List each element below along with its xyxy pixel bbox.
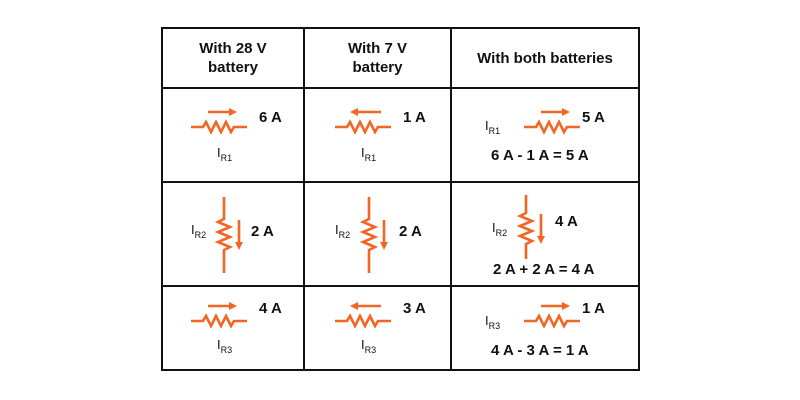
cell-r1-28v: 6 A IR1 — [163, 89, 305, 183]
current-equation: 4 A - 3 A = 1 A — [491, 342, 589, 359]
header-28v-battery: With 28 V battery — [163, 29, 305, 89]
current-symbol: IR1 — [217, 145, 233, 163]
cell-r3-7v: 3 A IR3 — [305, 287, 452, 369]
cell-r1-7v: 1 A IR1 — [305, 89, 452, 183]
resistor-r3-horizontal-icon — [524, 302, 580, 329]
current-symbol: IR1 — [361, 145, 377, 163]
current-equation: 2 A + 2 A = 4 A — [493, 261, 595, 278]
cell-r1-both: IR1 5 A 6 A - 1 A = 5 A — [452, 89, 638, 183]
cell-r2-28v: IR2 2 A — [163, 183, 305, 287]
resistor-r1-horizontal-icon — [191, 108, 247, 135]
current-label: 3 A — [403, 300, 426, 317]
cell-r3-28v: 4 A IR3 — [163, 287, 305, 369]
current-label: 4 A — [555, 213, 578, 230]
cell-r2-both: IR2 4 A 2 A + 2 A = 4 A — [452, 183, 638, 287]
current-label: 1 A — [403, 109, 426, 126]
current-symbol: IR1 — [485, 118, 501, 136]
cell-r3-both: IR3 1 A 4 A - 3 A = 1 A — [452, 287, 638, 369]
current-table: With 28 V battery With 7 V battery With … — [161, 27, 640, 371]
resistor-r3-horizontal-icon — [335, 302, 391, 329]
current-label: 5 A — [582, 109, 605, 126]
resistor-r1-horizontal-icon — [335, 108, 391, 135]
current-label: 1 A — [582, 300, 605, 317]
resistor-r3-horizontal-icon — [191, 302, 247, 329]
resistor-r2-vertical-icon — [214, 197, 243, 273]
current-symbol: IR2 — [191, 222, 207, 240]
current-symbol: IR3 — [485, 313, 501, 331]
current-symbol: IR2 — [492, 220, 508, 238]
current-symbol: IR2 — [335, 222, 351, 240]
resistor-r1-horizontal-icon — [524, 108, 580, 135]
header-both-batteries: With both batteries — [452, 29, 638, 89]
current-label: 4 A — [259, 300, 282, 317]
current-symbol: IR3 — [361, 337, 377, 355]
current-label: 2 A — [251, 223, 274, 240]
current-symbol: IR3 — [217, 337, 233, 355]
current-label: 2 A — [399, 223, 422, 240]
current-label: 6 A — [259, 109, 282, 126]
header-7v-battery: With 7 V battery — [305, 29, 452, 89]
resistor-r2-vertical-icon — [516, 195, 545, 259]
current-equation: 6 A - 1 A = 5 A — [491, 147, 589, 164]
resistor-r2-vertical-icon — [359, 197, 388, 273]
cell-r2-7v: IR2 2 A — [305, 183, 452, 287]
